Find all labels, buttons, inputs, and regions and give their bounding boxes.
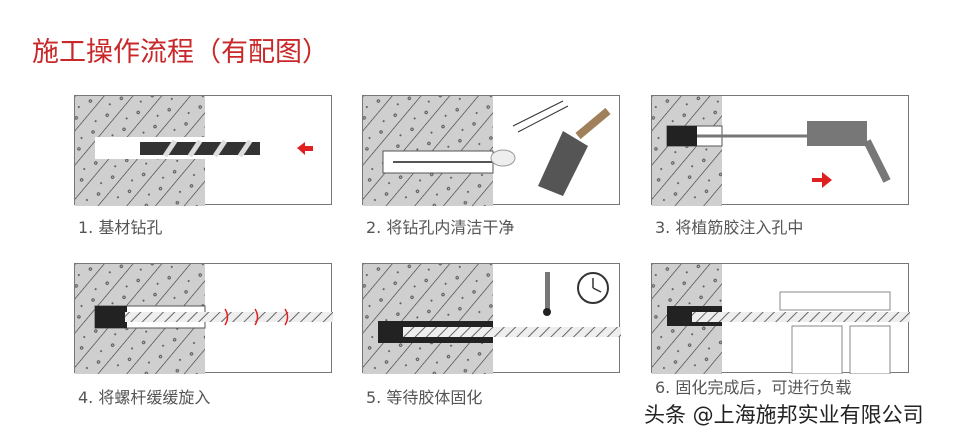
step-4-diagram xyxy=(74,263,333,374)
step-3-diagram xyxy=(651,95,909,206)
page-title: 施工操作流程（有配图） xyxy=(32,37,329,68)
arrow-left-icon xyxy=(297,142,313,155)
step-1-diagram xyxy=(74,95,332,206)
step-6-diagram xyxy=(651,263,910,374)
new-concrete xyxy=(779,291,891,311)
threaded-rod xyxy=(125,312,333,322)
dust-cloud xyxy=(490,149,516,167)
step-4-caption: 4. 将螺杆缓缓旋入 xyxy=(78,388,211,407)
step-1-caption: 1. 基材钻孔 xyxy=(78,218,163,237)
watermark: 头条 @上海施邦实业有限公司 xyxy=(644,403,924,427)
glue-gun xyxy=(807,121,867,146)
thermometer-icon xyxy=(545,272,550,312)
step-2-diagram xyxy=(362,95,620,206)
adhesive xyxy=(667,126,697,146)
arrow-right-icon xyxy=(812,172,832,188)
blower-pump xyxy=(538,131,588,196)
rotation-icon xyxy=(224,308,289,326)
step-2-caption: 2. 将钻孔内清洁干净 xyxy=(366,218,515,237)
step-3-caption: 3. 将植筋胶注入孔中 xyxy=(655,218,804,237)
step-5-diagram xyxy=(362,263,621,374)
step-6-caption: 6. 固化完成后，可进行负载 xyxy=(655,378,852,397)
step-5-caption: 5. 等待胶体固化 xyxy=(366,388,483,407)
